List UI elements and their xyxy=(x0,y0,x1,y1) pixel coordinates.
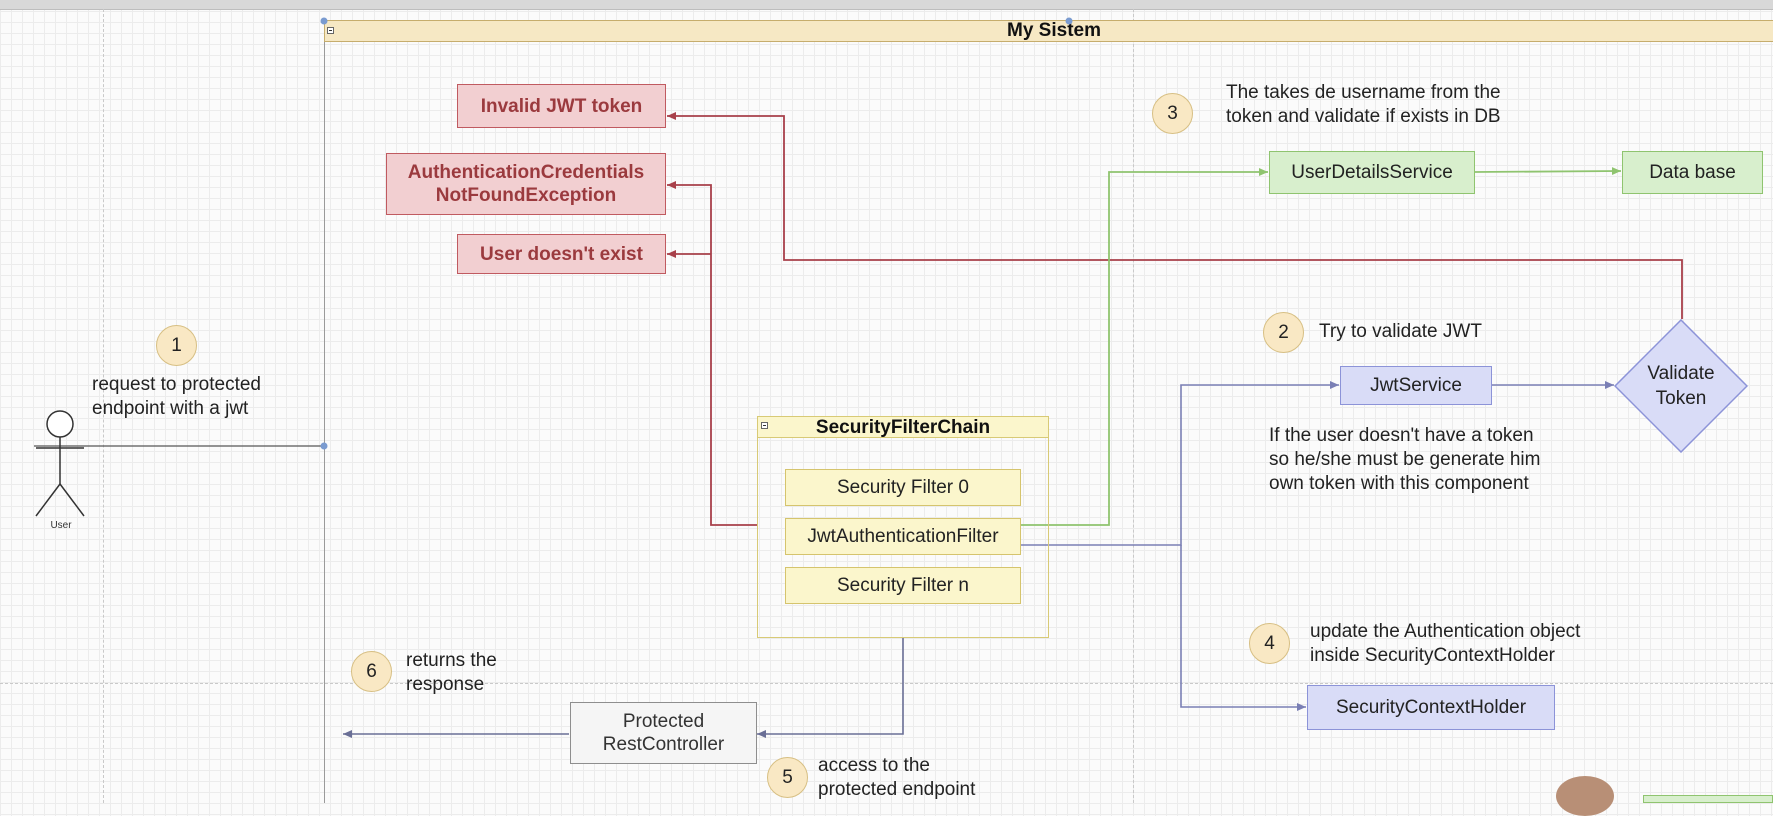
system-container-title[interactable]: My Sistem xyxy=(324,20,1773,42)
step-3-line-2: token and validate if exists in DB xyxy=(1226,106,1501,127)
step-1-marker: 1 xyxy=(156,325,197,366)
step-2-line-1: Try to validate JWT xyxy=(1319,321,1482,342)
protected-line-2: RestController xyxy=(602,734,725,755)
container-handle-dot-2 xyxy=(1065,17,1073,25)
user-not-exist-box[interactable]: User doesn't exist xyxy=(457,234,666,274)
step-5-note: access to the protected endpoint xyxy=(818,754,975,802)
step-3-marker: 3 xyxy=(1152,93,1193,134)
validate-token-line-1: Validate xyxy=(1647,363,1715,384)
step-5-marker: 5 xyxy=(767,757,808,798)
validate-token-diamond-shape xyxy=(1614,319,1748,453)
protected-rest-controller-box[interactable]: Protected RestController xyxy=(570,702,757,764)
page-break-vertical-right xyxy=(1133,9,1134,803)
security-context-holder-box[interactable]: SecurityContextHolder xyxy=(1307,685,1555,730)
toolbar-strip xyxy=(0,0,1773,10)
page-break-horizontal xyxy=(0,683,1773,684)
step-1-note: request to protected endpoint with a jwt xyxy=(92,373,261,421)
jwt-service-box[interactable]: JwtService xyxy=(1340,366,1492,405)
step-6-note: returns the response xyxy=(406,649,497,697)
step-3-line-1: The takes de username from the xyxy=(1226,82,1501,103)
offscreen-green-box xyxy=(1643,795,1773,803)
database-box[interactable]: Data base xyxy=(1622,151,1763,194)
step-1-line-1: request to protected xyxy=(92,374,261,395)
request-endpoint-dot xyxy=(320,442,328,450)
invalid-jwt-token-box[interactable]: Invalid JWT token xyxy=(457,84,666,128)
edge-filter-to-userdetails xyxy=(1021,168,1268,526)
security-filter-0-box[interactable]: Security Filter 0 xyxy=(785,469,1021,506)
step-6-line-1: returns the xyxy=(406,650,497,671)
step-4-note: update the Authentication object inside … xyxy=(1310,620,1580,668)
user-actor-label: User xyxy=(50,520,72,531)
step-6-line-2: response xyxy=(406,674,485,695)
edge-filter-to-contextholder xyxy=(1180,545,1306,711)
edge-validate-to-invalid-jwt xyxy=(667,112,1683,319)
protected-line-1: Protected xyxy=(622,711,705,732)
presenter-avatar xyxy=(1556,776,1614,816)
auth-exception-line-2: NotFoundException xyxy=(435,185,617,206)
step-5-line-1: access to the xyxy=(818,755,930,776)
step-5-line-2: protected endpoint xyxy=(818,779,976,800)
validate-token-line-2: Token xyxy=(1655,388,1707,409)
edge-chain-to-controller xyxy=(757,638,904,738)
step-1-line-2: endpoint with a jwt xyxy=(92,398,249,419)
step-2-marker: 2 xyxy=(1263,312,1304,353)
step-2-note: Try to validate JWT xyxy=(1319,320,1482,344)
edge-filter-to-auth-exception xyxy=(667,181,757,526)
page-break-vertical-left xyxy=(103,9,104,803)
security-filter-n-box[interactable]: Security Filter n xyxy=(785,567,1021,604)
auth-exception-line-1: AuthenticationCredentials xyxy=(407,162,645,183)
container-handle-dot xyxy=(320,17,328,25)
step-4-line-2: inside SecurityContextHolder xyxy=(1310,645,1556,666)
edge-userdetails-to-database xyxy=(1474,167,1622,176)
edge-filter-to-jwtservice xyxy=(1021,381,1339,546)
system-collapse-toggle[interactable] xyxy=(327,27,334,34)
step-6-marker: 6 xyxy=(351,651,392,692)
system-container-border xyxy=(324,42,325,803)
step-3-note: The takes de username from the token and… xyxy=(1226,81,1501,129)
jwt-note-line-3: own token with this component xyxy=(1269,473,1529,494)
auth-credentials-exception-box[interactable]: AuthenticationCredentials NotFoundExcept… xyxy=(386,153,666,215)
step-4-marker: 4 xyxy=(1249,623,1290,664)
filter-chain-collapse-toggle[interactable] xyxy=(761,422,768,429)
user-actor-figure xyxy=(35,410,85,517)
security-filter-chain-title[interactable]: SecurityFilterChain xyxy=(757,416,1049,438)
validate-token-decision[interactable]: Validate Token xyxy=(1614,319,1748,453)
jwt-authentication-filter-box[interactable]: JwtAuthenticationFilter xyxy=(785,518,1021,555)
jwt-note-line-2: so he/she must be generate him xyxy=(1269,449,1541,470)
jwt-note-line-1: If the user doesn't have a token xyxy=(1269,425,1534,446)
step-4-line-1: update the Authentication object xyxy=(1310,621,1581,642)
jwt-generation-note: If the user doesn't have a token so he/s… xyxy=(1269,424,1540,496)
user-details-service-box[interactable]: UserDetailsService xyxy=(1269,151,1475,194)
